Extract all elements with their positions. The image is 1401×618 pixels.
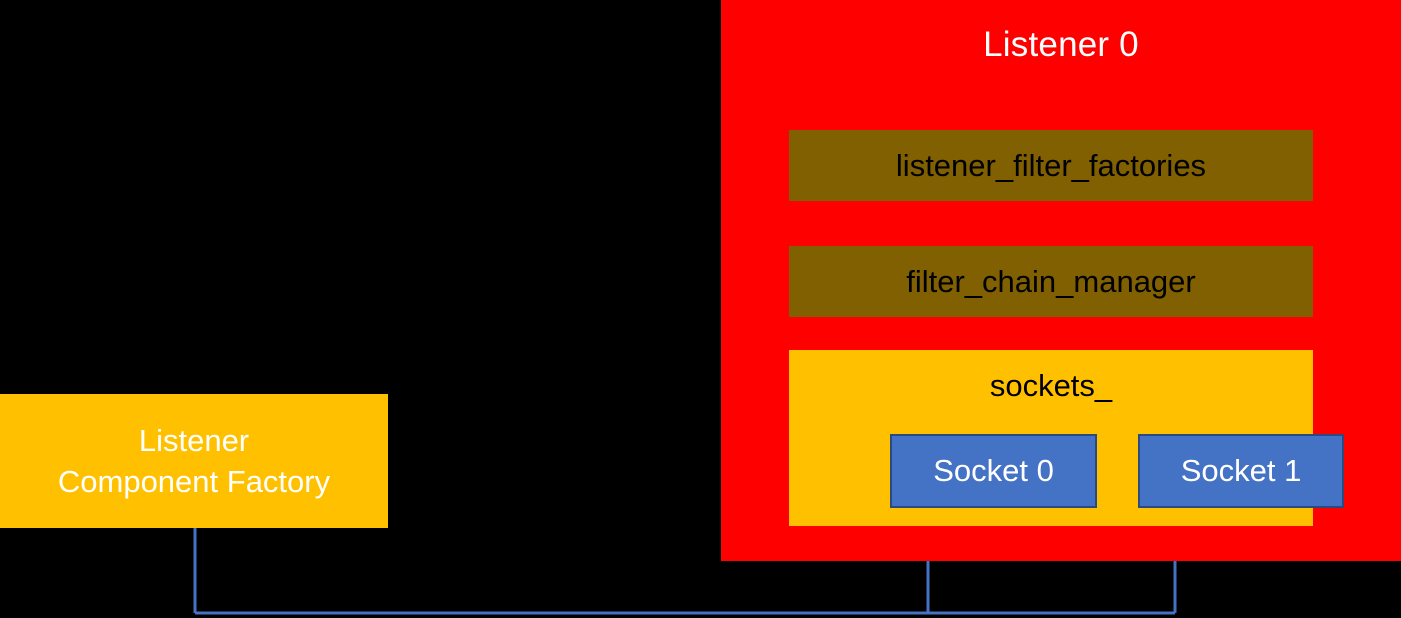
socket-box-0[interactable]: Socket 0 bbox=[890, 434, 1097, 508]
socket-label: Socket 1 bbox=[1180, 453, 1302, 488]
listener-panel: Listener 0 listener_filter_factories fil… bbox=[721, 0, 1401, 561]
factory-label-line-2: Component Factory bbox=[57, 464, 331, 499]
listener-member-label: listener_filter_factories bbox=[895, 147, 1207, 183]
factory-label-line-1: Listener bbox=[138, 423, 250, 458]
sockets-group[interactable]: sockets_ Socket 0 Socket 1 bbox=[789, 350, 1344, 526]
listener-title: Listener 0 bbox=[983, 25, 1139, 64]
socket-label: Socket 0 bbox=[933, 453, 1054, 488]
listener-member-listener-filter-factories[interactable]: listener_filter_factories bbox=[789, 130, 1313, 201]
socket-box-1[interactable]: Socket 1 bbox=[1138, 434, 1344, 508]
listener-member-label: filter_chain_manager bbox=[906, 263, 1196, 299]
listener-member-filter-chain-manager[interactable]: filter_chain_manager bbox=[789, 246, 1313, 317]
sockets-group-label: sockets_ bbox=[989, 368, 1113, 403]
listener-component-factory-box[interactable]: Listener Component Factory bbox=[0, 394, 388, 528]
